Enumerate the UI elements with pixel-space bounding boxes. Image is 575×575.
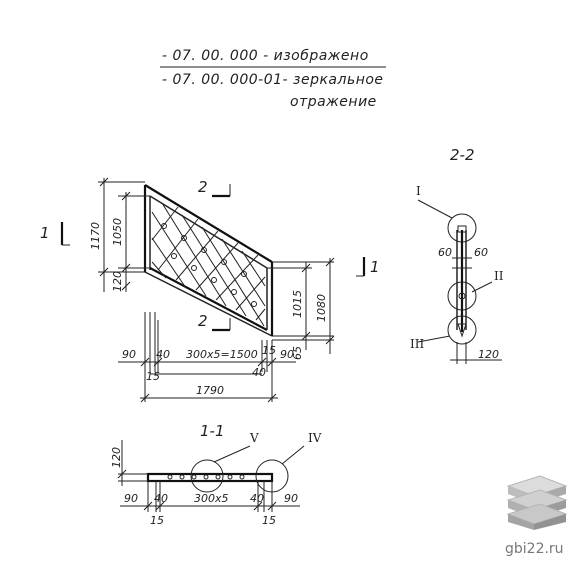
dim-40-plan-right: 40 (250, 492, 264, 505)
dim-1170: 1170 (89, 222, 102, 250)
section-2-2-title: 2-2 (450, 146, 475, 164)
callout-III: III (410, 337, 424, 351)
cut-2-top-label: 2 (198, 178, 208, 196)
callout-circle-II (447, 281, 477, 311)
dim-1015: 1015 (291, 290, 304, 318)
drawing-notes: - 07. 00. 000 - изображено - 07. 00. 000… (160, 48, 386, 110)
callout-II: II (494, 269, 504, 283)
right-dimensions: 1015 1080 65 (267, 257, 335, 360)
dim-300x5-1500: 300x5=1500 (186, 348, 258, 361)
section-cut-2: 2 2 (198, 178, 231, 332)
dim-40-right: 40 (252, 366, 266, 379)
cut-1-right-label: 1 (370, 258, 380, 276)
dim-90-right: 90 (280, 348, 294, 361)
cut-2-bottom-label: 2 (198, 312, 208, 330)
dim-15-plan-left: 15 (150, 514, 164, 527)
dim-300x5-plan: 300x5 (194, 492, 229, 505)
dim-40-left: 40 (156, 348, 170, 361)
plan-rail (146, 472, 274, 483)
dim-90-left: 90 (122, 348, 136, 361)
site-url: gbi22.ru (505, 541, 564, 557)
dim-15-right: 15 (262, 344, 276, 357)
dim-90-plan-right: 90 (284, 492, 298, 505)
cut-1-left-label: 1 (40, 224, 50, 242)
dim-1050: 1050 (111, 218, 124, 246)
dim-120-left: 120 (111, 271, 124, 292)
dim-90-plan-left: 90 (124, 492, 138, 505)
callout-circle-I (447, 213, 477, 243)
callout-I: I (416, 184, 421, 198)
bottom-rail (149, 267, 268, 331)
dim-120-plan: 120 (110, 447, 123, 468)
callout-V: V (249, 431, 259, 445)
left-dimensions: 1170 1050 120 (89, 177, 150, 292)
dim-40-plan-left: 40 (154, 492, 168, 505)
dim-15-plan-right: 15 (262, 514, 276, 527)
note-line-3: отражение (290, 94, 377, 110)
section-2-2: 2-2 I II III 60 60 120 (410, 146, 504, 364)
dim-65: 65 (291, 346, 304, 360)
section-1-1: 1-1 V IV 120 90 40 300x5 40 90 (110, 422, 322, 527)
top-rail-inner (149, 195, 268, 269)
dim-120-section: 120 (478, 348, 499, 361)
dim-60-right: 60 (474, 246, 488, 259)
lattice-knots (161, 223, 257, 307)
callout-circle-V (190, 459, 224, 493)
callout-IV: IV (308, 431, 322, 445)
section-1-1-title: 1-1 (200, 422, 225, 440)
callout-circle-III (447, 315, 477, 345)
watermark: gbi22.ru (505, 475, 568, 557)
railing-elevation (143, 184, 274, 337)
dim-1790: 1790 (196, 384, 224, 397)
dim-15-left: 15 (146, 370, 160, 383)
section-cut-1: 1 1 (40, 222, 380, 277)
bottom-rail-outer (144, 271, 273, 337)
dim-1080: 1080 (315, 294, 328, 322)
stacked-slabs-logo (506, 475, 568, 530)
note-line-1: - 07. 00. 000 - изображено (162, 48, 369, 64)
top-rail (144, 184, 273, 263)
bottom-dimensions: 90 40 300x5=1500 15 90 40 15 1790 (118, 312, 296, 403)
dim-60-left: 60 (438, 246, 452, 259)
lattice (151, 202, 266, 327)
note-line-2: - 07. 00. 000-01- зеркальное (162, 72, 384, 88)
